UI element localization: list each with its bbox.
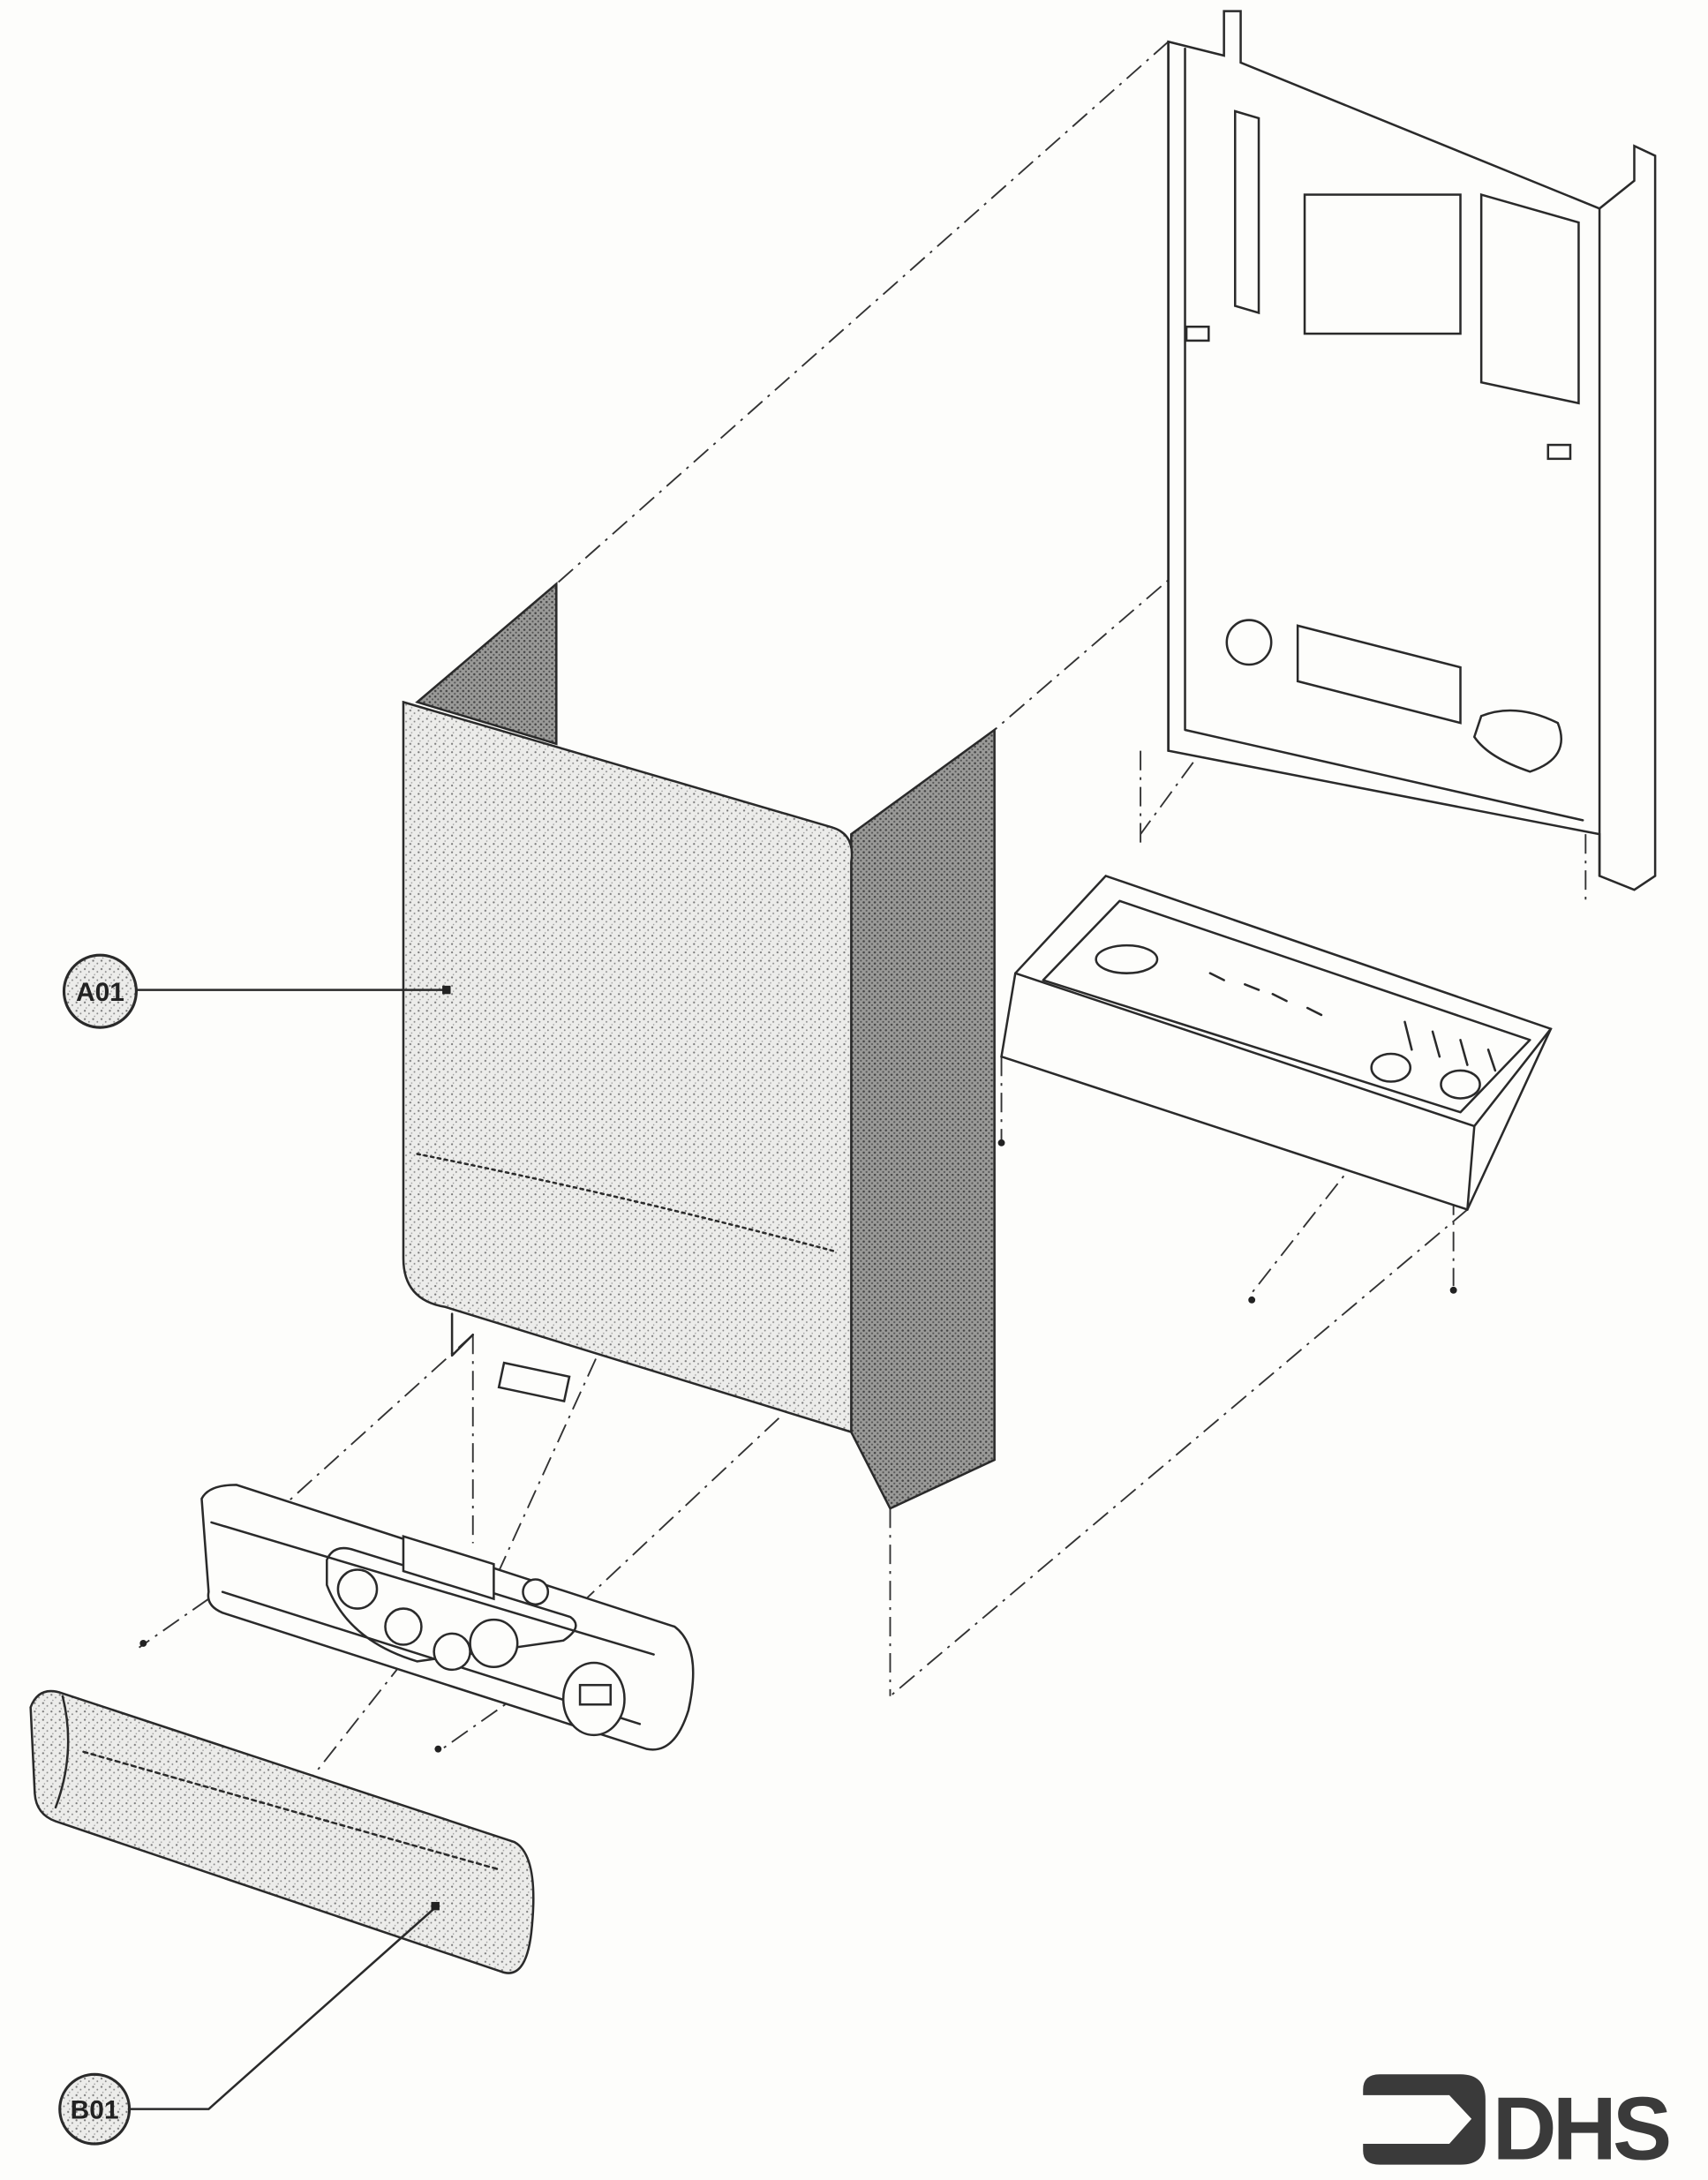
screws	[139, 1139, 1457, 1753]
dhs-logo: DHS	[1363, 2074, 1674, 2178]
callout-a01[interactable]: A01	[62, 953, 451, 1029]
front-casing-a01	[402, 581, 996, 1510]
callout-label-b01: B01	[71, 2096, 119, 2125]
control-panel	[200, 1484, 695, 1751]
back-frame	[1167, 10, 1657, 891]
base-tray	[1000, 874, 1553, 1212]
arrow-logo-icon	[1363, 2074, 1486, 2165]
bottom-cover-b01	[29, 1689, 535, 1974]
callout-label-a01: A01	[76, 978, 124, 1007]
logo-text: DHS	[1493, 2079, 1669, 2178]
callout-b01[interactable]: B01	[58, 1901, 440, 2146]
